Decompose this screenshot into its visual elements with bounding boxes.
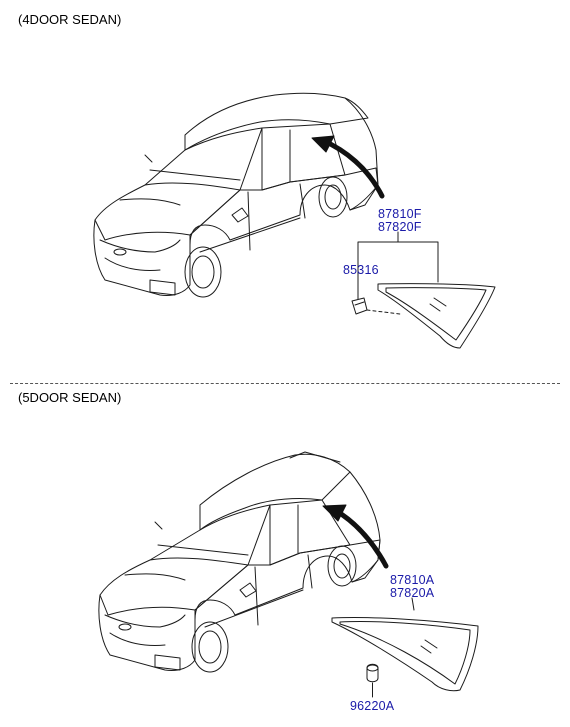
clip-96220A xyxy=(366,663,379,698)
part-87820F-label[interactable]: 87820F xyxy=(378,220,422,234)
section-divider xyxy=(10,383,560,384)
part-87820A-label[interactable]: 87820A xyxy=(390,586,435,600)
section-title-5door: (5DOOR SEDAN) xyxy=(18,390,122,405)
location-arrow-bottom xyxy=(332,507,389,569)
part-96220A-label[interactable]: 96220A xyxy=(350,699,395,713)
quarter-glass-5door xyxy=(331,616,479,692)
section-title-4door: (4DOOR SEDAN) xyxy=(18,12,122,27)
part-85316-label[interactable]: 85316 xyxy=(343,263,379,277)
hatchback-5door-illustration xyxy=(98,451,381,673)
part-87810A-label[interactable]: 87810A xyxy=(390,573,435,587)
clip-85316 xyxy=(351,297,401,315)
location-arrow-top xyxy=(319,137,385,199)
leader-87810A xyxy=(411,597,415,611)
part-87810F-label[interactable]: 87810F xyxy=(378,207,422,221)
quarter-glass-4door xyxy=(377,283,496,349)
sedan-4door-illustration xyxy=(93,92,379,298)
